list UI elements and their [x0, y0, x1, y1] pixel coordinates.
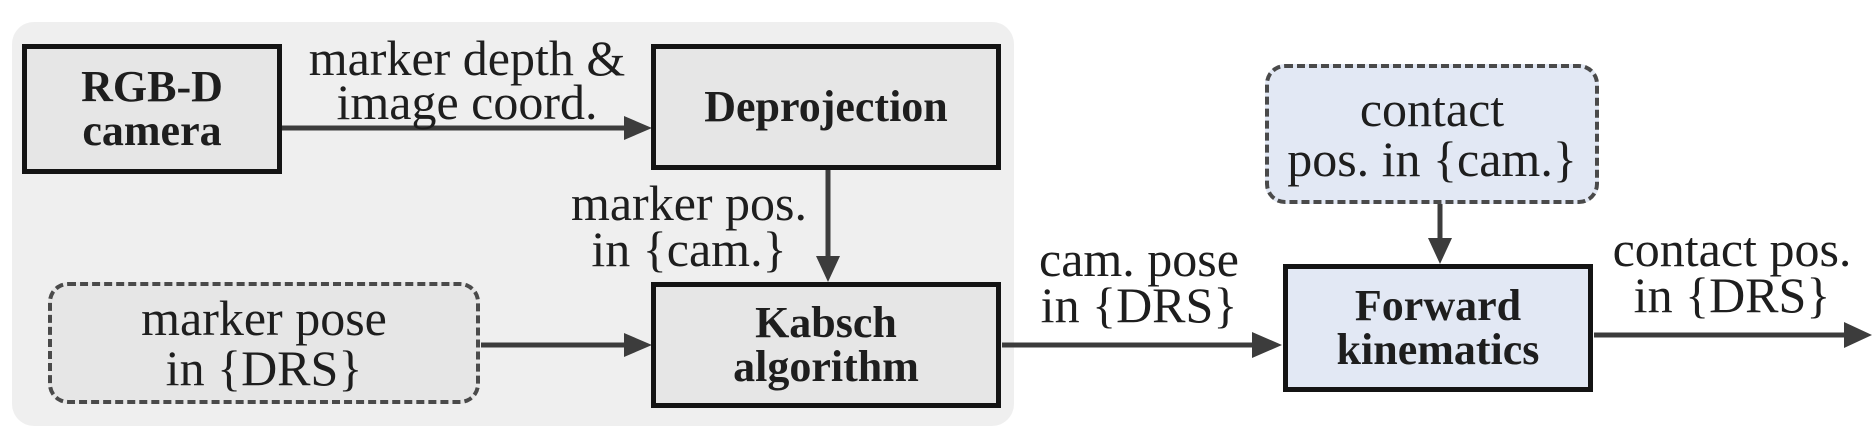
marker-pose-line-1: marker pose — [141, 290, 387, 346]
edge-label-depth-coord: marker depth & image coord. — [282, 30, 652, 130]
deprojection-label: Deprojection — [704, 82, 948, 131]
rgbd-camera-line-1: RGB-D — [81, 62, 223, 111]
contact-cam-line-1: contact — [1359, 81, 1505, 137]
edge-label-cam-pose-drs: cam. pose in {DRS} — [1016, 231, 1262, 333]
kabsch-line-2: algorithm — [733, 342, 919, 391]
forward-kinematics-node: Forward kinematics — [1283, 264, 1593, 392]
marker-pose-line-2: in {DRS} — [165, 340, 363, 396]
edge-label-contact-pos-drs: contact pos. in {DRS} — [1596, 221, 1868, 323]
edge-label-cam-pose-drs-line-2: in {DRS} — [1040, 277, 1238, 333]
edge-label-contact-pos-drs-line-2: in {DRS} — [1633, 267, 1831, 323]
arrow-kabsch-to-forward-kinematics — [1002, 332, 1282, 358]
forward-kinematics-line-1: Forward — [1354, 281, 1522, 330]
edge-label-depth-coord-line-2: image coord. — [336, 74, 598, 130]
arrow-deprojection-to-kabsch — [816, 170, 840, 282]
forward-kinematics-line-2: kinematics — [1336, 325, 1540, 374]
kabsch-line-1: Kabsch — [755, 298, 897, 347]
kabsch-node: Kabsch algorithm — [651, 282, 1001, 408]
arrow-contact-to-forward-kinematics — [1428, 204, 1452, 264]
edge-label-marker-pos-cam-line-1: marker pos. — [570, 175, 808, 231]
edge-label-marker-pos-cam-line-2: in {cam.} — [591, 221, 787, 277]
edge-label-marker-pos-cam: marker pos. in {cam.} — [556, 175, 822, 277]
contact-cam-line-2: pos. in {cam.} — [1287, 131, 1577, 187]
contact-cam-node: contact pos. in {cam.} — [1265, 64, 1599, 204]
edge-label-cam-pose-drs-line-1: cam. pose — [1039, 231, 1239, 287]
edge-label-contact-pos-drs-line-1: contact pos. — [1612, 221, 1852, 277]
deprojection-node: Deprojection — [651, 44, 1001, 170]
edge-label-depth-coord-line-1: marker depth & — [308, 30, 626, 86]
arrow-marker-pose-to-kabsch — [481, 333, 652, 357]
arrow-camera-to-deprojection — [280, 116, 652, 140]
arrow-output-contact-pos — [1594, 322, 1872, 348]
rgbd-camera-node: RGB-D camera — [22, 44, 282, 174]
marker-pose-node: marker pose in {DRS} — [48, 282, 480, 404]
rgbd-camera-line-2: camera — [82, 106, 222, 155]
